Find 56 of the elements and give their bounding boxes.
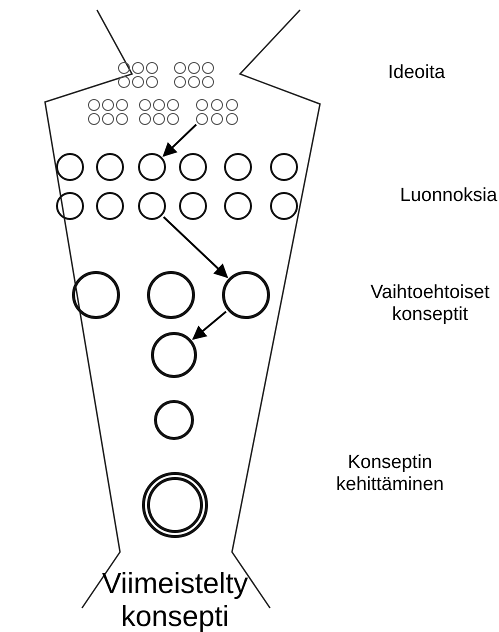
circle	[270, 153, 298, 181]
circle	[102, 113, 114, 125]
double-circle	[142, 472, 208, 538]
circle	[211, 113, 223, 125]
circle	[88, 99, 100, 111]
circle	[56, 192, 84, 220]
circle	[116, 113, 128, 125]
circle	[56, 153, 84, 181]
stage-label: Ideoita	[388, 62, 446, 84]
circle	[211, 99, 223, 111]
circle	[179, 192, 207, 220]
circle	[116, 99, 128, 111]
circle	[202, 62, 214, 74]
circle	[96, 192, 124, 220]
circle	[118, 62, 130, 74]
circle	[153, 113, 165, 125]
circle	[102, 99, 114, 111]
circle	[226, 99, 238, 111]
stage-label: Konseptin kehittäminen	[335, 452, 445, 496]
circle	[179, 153, 207, 181]
stage-label: Vaihtoehtoiset konseptit	[369, 282, 490, 326]
arrow	[162, 216, 228, 278]
circle	[222, 271, 270, 319]
circle	[88, 113, 100, 125]
circle	[196, 99, 208, 111]
circle	[188, 62, 200, 74]
circle	[226, 113, 238, 125]
circle	[153, 99, 165, 111]
circle	[224, 153, 252, 181]
circle	[139, 99, 151, 111]
circle	[118, 76, 130, 88]
arrow	[192, 310, 227, 340]
result-label: Viimeistelty konsepti	[100, 568, 250, 632]
circle	[132, 76, 144, 88]
circle	[147, 271, 195, 319]
circle	[167, 113, 179, 125]
arrow	[162, 124, 197, 157]
circle	[202, 76, 214, 88]
circle	[72, 271, 120, 319]
circle	[138, 153, 166, 181]
circle	[224, 192, 252, 220]
circle	[146, 62, 158, 74]
circle	[196, 113, 208, 125]
circle	[146, 76, 158, 88]
circle	[174, 62, 186, 74]
circle	[138, 192, 166, 220]
circle	[151, 332, 197, 378]
circle	[132, 62, 144, 74]
circle	[139, 113, 151, 125]
circle	[96, 153, 124, 181]
circle	[167, 99, 179, 111]
circle	[174, 76, 186, 88]
circle	[188, 76, 200, 88]
circle	[270, 192, 298, 220]
stage-label: Luonnoksia	[400, 185, 498, 207]
circle	[154, 400, 194, 440]
